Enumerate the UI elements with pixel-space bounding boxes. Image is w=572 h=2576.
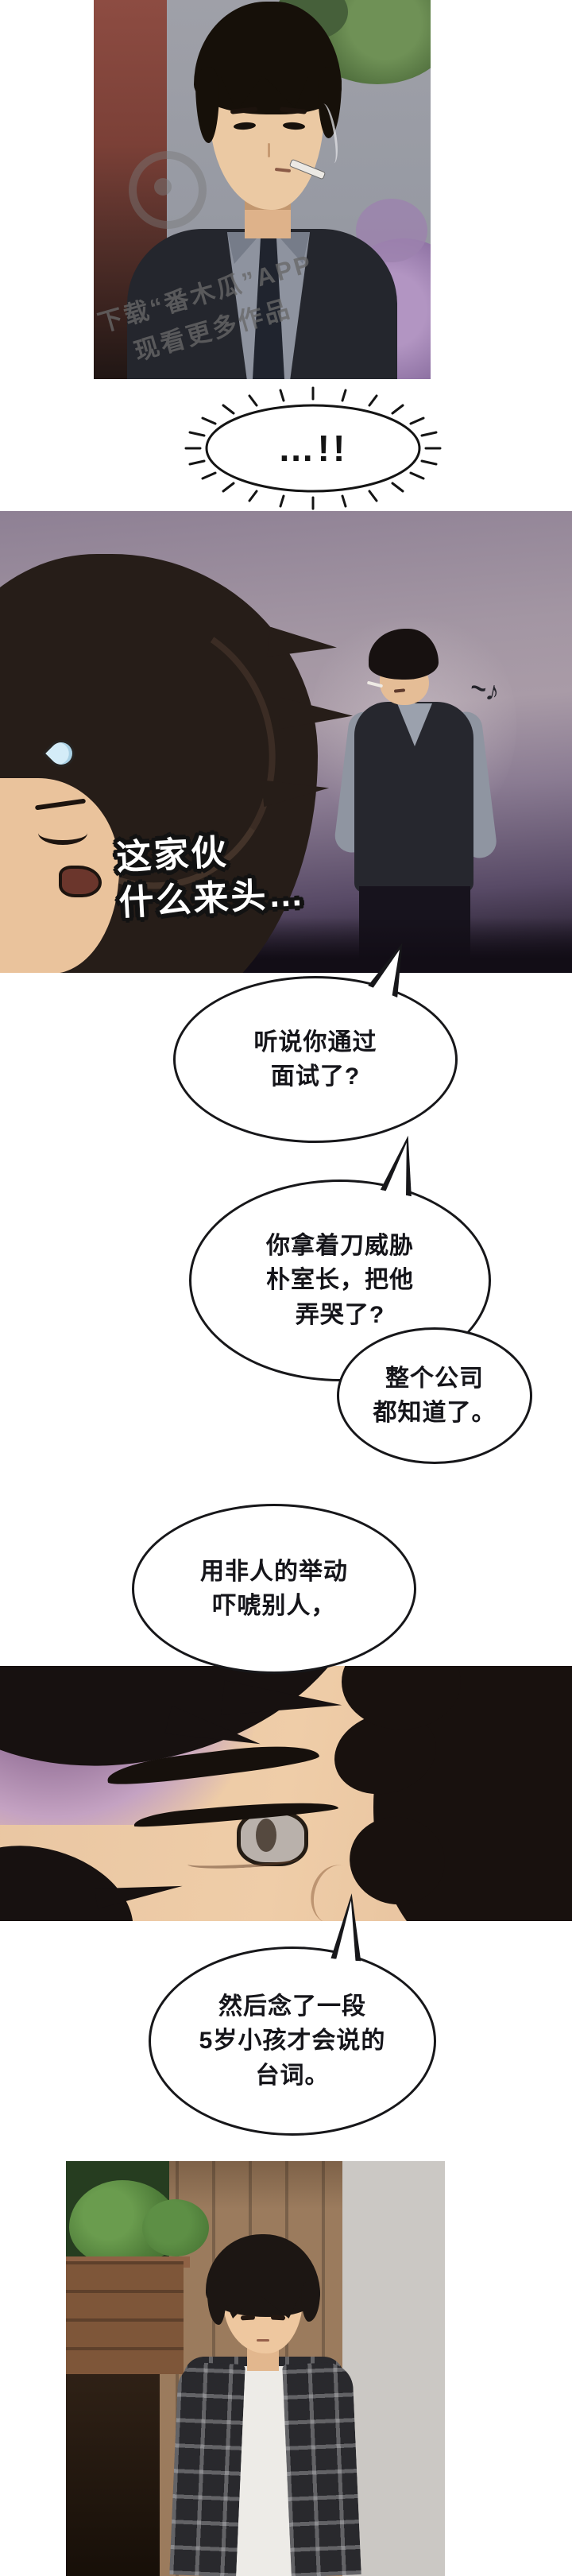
burst-rays-icon bbox=[184, 386, 442, 510]
bubble-tail bbox=[330, 1892, 366, 1962]
panel-street-scene: ~♪ 这家伙 什么来头… bbox=[0, 511, 572, 973]
dark-corner-shape bbox=[66, 2374, 160, 2576]
speech-bubble-1: 听说你通过 面试了? bbox=[173, 976, 458, 1143]
thought-caption: 这家伙 什么来头… bbox=[115, 832, 307, 924]
eye-shape bbox=[240, 2315, 256, 2321]
nose-shape bbox=[268, 143, 270, 157]
speech-bubble-5: 然后念了一段 5岁小孩才会说的 台词。 bbox=[149, 1947, 436, 2136]
onlooker-closed-eye-shape bbox=[38, 821, 87, 845]
speech-bubble-1-text: 听说你通过 面试了? bbox=[253, 1028, 377, 1090]
hair-corner-shape bbox=[0, 1825, 149, 1921]
panel-portrait bbox=[94, 0, 431, 379]
bubble-tail bbox=[381, 1133, 424, 1197]
plaid-shirt-shape bbox=[282, 2361, 361, 2576]
mouth-shape bbox=[257, 2339, 269, 2342]
panel-eye-closeup bbox=[0, 1666, 572, 1921]
panel-plaid-man bbox=[66, 2161, 445, 2576]
onlooker-mouth-shape bbox=[59, 866, 102, 897]
sfx-text: …!! bbox=[277, 428, 349, 469]
plant-shape bbox=[142, 2199, 209, 2256]
watermark-logo-icon bbox=[129, 151, 207, 229]
wood-planter-shape bbox=[66, 2261, 184, 2374]
sfx-burst-bubble: …!! bbox=[178, 385, 448, 512]
watermark-logo-dot-icon bbox=[154, 178, 172, 196]
eye-shape bbox=[270, 2315, 286, 2321]
speech-bubble-3: 整个公司 都知道了。 bbox=[337, 1327, 532, 1464]
speech-bubble-4: 用非人的举动 吓唬别人， bbox=[132, 1504, 416, 1674]
lower-eyelid-shape bbox=[187, 1852, 300, 1871]
plaid-shirt-shape bbox=[169, 2361, 245, 2576]
speech-bubble-4-text: 用非人的举动 吓唬别人， bbox=[200, 1558, 348, 1620]
speech-bubble-3-text: 整个公司 都知道了。 bbox=[373, 1365, 497, 1427]
pupil-shape bbox=[256, 1819, 276, 1852]
speech-bubble-2-text: 你拿着刀威胁 朴室长，把他 弄哭了? bbox=[266, 1232, 414, 1328]
man-hair-shape bbox=[369, 629, 439, 680]
speech-bubble-5-text: 然后念了一段 5岁小孩才会说的 台词。 bbox=[199, 1993, 386, 2089]
